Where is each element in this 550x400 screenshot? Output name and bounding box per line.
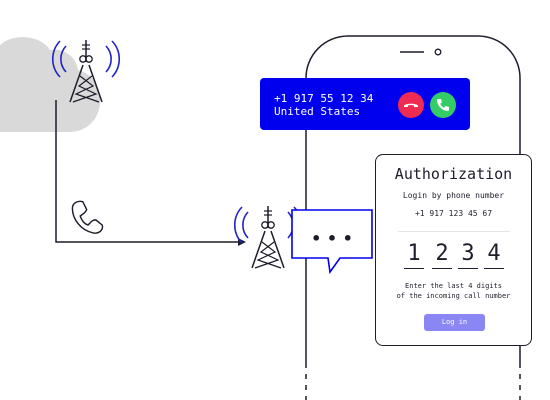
- code-digit[interactable]: 3: [458, 241, 478, 269]
- auth-hint-line: of the incoming call number: [396, 292, 511, 300]
- auth-hint-line: Enter the last 4 digits: [405, 282, 502, 290]
- authorization-card: Authorization Login by phone number +1 9…: [375, 154, 532, 346]
- auth-phone-number: +1 917 123 45 67: [414, 209, 493, 218]
- auth-title: Authorization: [394, 165, 513, 183]
- auth-subtitle: Login by phone number: [402, 191, 505, 200]
- caller-number: +1 917 55 12 34: [274, 92, 374, 105]
- code-digit[interactable]: 1: [404, 241, 424, 269]
- auth-divider: [398, 231, 510, 232]
- code-input[interactable]: 1 2 3 4: [394, 241, 516, 275]
- message-bubble-icon: • • •: [291, 209, 373, 275]
- message-dots: • • •: [311, 229, 353, 248]
- accept-call-button[interactable]: [430, 92, 456, 118]
- login-button[interactable]: Log in: [424, 314, 485, 331]
- accept-call-icon: [437, 99, 449, 111]
- code-digit[interactable]: 2: [432, 241, 452, 269]
- incoming-call-banner[interactable]: +1 917 55 12 34 United States: [260, 78, 470, 130]
- cloud-icon: [0, 37, 101, 133]
- smartphone-outline: [305, 35, 521, 400]
- decline-call-button[interactable]: [398, 92, 424, 118]
- code-digit[interactable]: 4: [484, 241, 504, 269]
- decline-call-icon: [404, 103, 418, 107]
- auth-hint: Enter the last 4 digits of the incoming …: [376, 281, 531, 301]
- phone-camera: [434, 48, 442, 56]
- phone-handset-icon: [71, 200, 104, 234]
- caller-country: United States: [274, 105, 361, 118]
